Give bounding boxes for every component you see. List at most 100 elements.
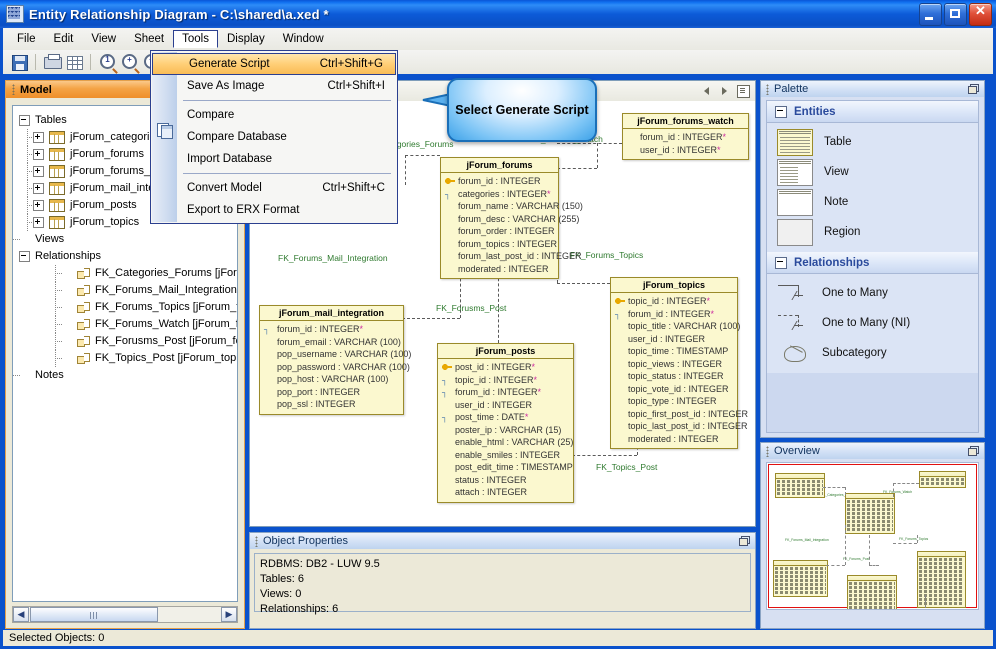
collapse-icon[interactable] (775, 256, 787, 269)
model-tree[interactable]: Tables jForum_categori jForum_forums (12, 105, 238, 602)
minimize-button[interactable] (919, 3, 942, 26)
palette-item-region[interactable]: Region (767, 217, 978, 247)
tree-item-relationship[interactable]: FK_Forums_Mail_Integration [jForu (55, 282, 237, 299)
palette-section-entities[interactable]: Entities (767, 101, 978, 123)
palette-item-note[interactable]: Note (767, 187, 978, 217)
diagram-canvas[interactable]: ategories_ForumsFK_Forums_WatchFK_Forums… (250, 101, 755, 526)
palette-item-view[interactable]: View (767, 157, 978, 187)
tree-node-tables[interactable]: Tables (19, 112, 237, 129)
close-button[interactable] (969, 3, 992, 26)
palette-item-table[interactable]: Table (767, 127, 978, 157)
collapse-icon[interactable] (19, 115, 30, 126)
tree-item-table[interactable]: jForum_posts (27, 197, 237, 214)
scroll-right-button[interactable]: ▶ (221, 607, 237, 622)
tab-list-icon[interactable] (737, 85, 750, 98)
tree-item-relationship[interactable]: FK_Topics_Post [jForum_topics - jF (55, 350, 237, 367)
menu-view[interactable]: View (91, 33, 117, 45)
drag-grip-icon[interactable] (255, 535, 258, 547)
tree-item-table[interactable]: jForum_topics (27, 214, 237, 231)
menu-sheet[interactable]: Sheet (134, 33, 165, 45)
expand-icon[interactable] (33, 200, 44, 211)
tree-item-relationship[interactable]: FK_Forusms_Post [jForum_forums (55, 333, 237, 350)
overview-entity-row (775, 587, 826, 590)
tree-node-relationships[interactable]: Relationships (19, 248, 237, 265)
expand-icon[interactable] (33, 217, 44, 228)
expand-icon[interactable] (33, 149, 44, 160)
collapse-icon[interactable] (19, 251, 30, 262)
table-icon (49, 182, 65, 195)
scroll-thumb[interactable] (30, 607, 158, 622)
expand-icon[interactable] (33, 183, 44, 194)
overview-relationship-label: FK_Forums_Watch (883, 490, 913, 494)
drag-grip-icon[interactable] (766, 83, 769, 95)
menu-item-save-as-image[interactable]: Save As Image Ctrl+Shift+I (151, 75, 397, 97)
tree-item-table[interactable]: jForum_forums_ (27, 163, 237, 180)
drag-grip-icon[interactable] (12, 84, 15, 95)
entity-column: user_id : INTEGER* (640, 144, 721, 155)
overview-connector (925, 595, 926, 609)
tree-item-table[interactable]: jForum_categori (27, 129, 237, 146)
not-null-marker: * (710, 308, 715, 319)
tree-node-views[interactable]: Views (13, 231, 237, 248)
menu-item-generate-script[interactable]: Generate Script Ctrl+Shift+G (152, 53, 396, 75)
expand-icon[interactable] (33, 166, 44, 177)
primary-key-icon (615, 297, 625, 306)
palette-section-relationships[interactable]: Relationships (767, 252, 978, 274)
one-to-many-icon (777, 282, 811, 304)
restore-panel-icon[interactable] (739, 536, 750, 546)
menu-item-export-erx[interactable]: Export to ERX Format (151, 199, 397, 221)
entity-columns: forum_id : INTEGER┐categories : INTEGER*… (441, 173, 583, 278)
restore-panel-icon[interactable] (968, 446, 979, 456)
model-tree-hscrollbar[interactable]: ◀ ▶ (12, 606, 238, 623)
tree-label: Views (35, 233, 65, 245)
tree-item-relationship[interactable]: FK_Forums_Watch [jForum_forums (55, 316, 237, 333)
model-panel: Model Tables jForum_categori jF (5, 80, 245, 629)
menu-display[interactable]: Display (227, 33, 265, 45)
tree-node-notes[interactable]: Notes (13, 367, 237, 384)
note-icon (777, 188, 813, 216)
overview-entity-title (776, 474, 824, 479)
save-icon[interactable] (9, 52, 29, 72)
property-views: Views: 0 (260, 588, 302, 600)
print-icon[interactable] (42, 52, 62, 72)
menu-item-convert-model[interactable]: Convert Model Ctrl+Shift+C (151, 177, 397, 199)
callout-text: Select Generate Script (455, 103, 589, 117)
menu-item-compare[interactable]: Compare (151, 104, 397, 126)
menu-window[interactable]: Window (282, 33, 324, 45)
tree-label: jForum_forums_ (70, 165, 151, 177)
next-tab-icon[interactable] (719, 86, 730, 97)
drag-grip-icon[interactable] (766, 445, 769, 457)
relationship-label: FK_Forums_Mail_Integration (278, 253, 388, 263)
menu-bar: File Edit View Sheet Tools Display Windo… (3, 28, 993, 50)
menu-item-import-database[interactable]: Import Database (151, 148, 397, 170)
view-icon (777, 158, 813, 186)
tree-item-table[interactable]: jForum_mail_inte (27, 180, 237, 197)
zoom-in-icon[interactable]: + (119, 52, 139, 72)
palette-item-one-to-many[interactable]: One to Many (767, 278, 978, 308)
menu-file[interactable]: File (17, 33, 36, 45)
tree-item-relationship[interactable]: FK_Forums_Topics [jForum_forums (55, 299, 237, 316)
palette-item-one-to-many-ni[interactable]: One to Many (NI) (767, 308, 978, 338)
scroll-left-button[interactable]: ◀ (13, 607, 29, 622)
collapse-icon[interactable] (775, 105, 787, 118)
maximize-button[interactable] (944, 3, 967, 26)
prev-tab-icon[interactable] (701, 86, 712, 97)
menu-tools[interactable]: Tools (173, 30, 218, 48)
zoom-actual-icon[interactable]: 1 (97, 52, 117, 72)
palette-item-subcategory[interactable]: Subcategory (767, 338, 978, 368)
restore-panel-icon[interactable] (968, 84, 979, 94)
grid-icon[interactable] (64, 52, 84, 72)
menu-item-compare-database[interactable]: Compare Database (151, 126, 397, 148)
tree-item-table[interactable]: jForum_forums (27, 146, 237, 163)
entity-box[interactable]: jForum_mail_integration┐forum_id : INTEG… (259, 305, 411, 415)
expand-icon[interactable] (33, 132, 44, 143)
overview-entity-row (849, 590, 895, 593)
menu-edit[interactable]: Edit (53, 33, 74, 45)
tree-item-relationship[interactable]: FK_Categories_Forums [jForum_ca (55, 265, 237, 282)
